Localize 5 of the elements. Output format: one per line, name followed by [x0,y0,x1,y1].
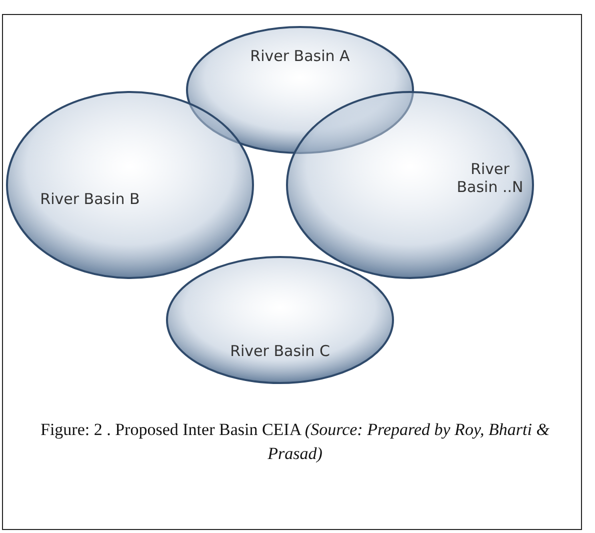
basin-label: River Basin ..N [456,160,524,196]
basin-label: River Basin C [229,342,331,360]
figure-caption: Figure: 2 . Proposed Inter Basin CEIA (Source: Prepared by Roy, Bharti & Prasad) [40,419,550,465]
basin-label: River Basin B [39,190,141,208]
basin-label: River Basin A [249,47,351,65]
